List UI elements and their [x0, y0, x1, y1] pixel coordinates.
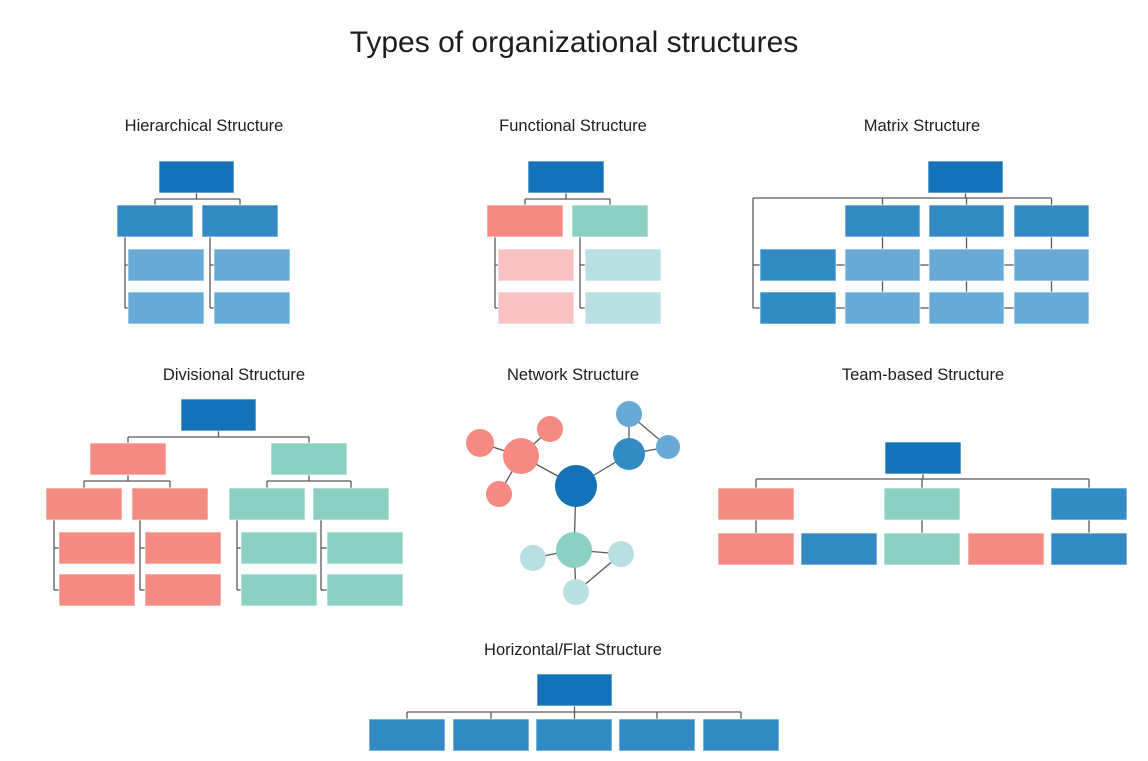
network-structure-node-blue-cluster-hub [613, 438, 645, 470]
network-structure-node-teal-cluster-hub [556, 532, 592, 568]
matrix-structure-box-function-head-3 [1013, 204, 1090, 238]
divisional-structure-box-dept-2a [228, 487, 306, 521]
functional-structure-title: Functional Structure [499, 117, 647, 135]
divisional-structure-title: Divisional Structure [163, 366, 305, 384]
divisional-structure-box-dept-1a [45, 487, 123, 521]
team-based-structure-box-team-lead-3 [1050, 487, 1128, 521]
functional-structure-box-team-1a [497, 248, 575, 282]
team-based-structure-box-member-4 [967, 532, 1045, 566]
divisional-structure: Divisional Structure [45, 366, 404, 607]
horizontal-flat-structure-box-member-1 [368, 718, 446, 752]
team-based-structure-box-member-1 [717, 532, 795, 566]
hierarchical-structure-box-manager-1 [116, 204, 194, 238]
matrix-structure-box-cell-2-3 [1013, 291, 1090, 325]
matrix-structure-box-project-lead-1 [759, 248, 837, 282]
team-based-structure-box-root [884, 441, 962, 475]
divisional-structure-box-team-2b-1 [326, 531, 404, 565]
divisional-structure-box-dept-1b [131, 487, 209, 521]
horizontal-flat-structure-box-member-3 [535, 718, 613, 752]
divisional-structure-box-team-1a-2 [58, 573, 136, 607]
divisional-structure-box-root [180, 398, 257, 432]
hierarchical-structure-box-manager-2 [201, 204, 279, 238]
network-structure-node-teal-node-3 [563, 579, 589, 605]
functional-structure-box-team-2b [584, 291, 662, 325]
page-title: Types of organizational structures [349, 26, 799, 59]
horizontal-flat-structure-box-member-2 [452, 718, 530, 752]
matrix-structure-box-cell-1-2 [928, 248, 1005, 282]
network-structure-node-red-cluster-hub [503, 438, 539, 474]
team-based-structure-box-team-lead-1 [717, 487, 795, 521]
network-structure-node-core-hub [555, 465, 597, 507]
network-structure-node-teal-node-2 [608, 541, 634, 567]
divisional-structure-box-team-2a-1 [240, 531, 318, 565]
divisional-structure-box-dept-2b [312, 487, 390, 521]
horizontal-flat-structure-box-member-4 [618, 718, 696, 752]
functional-structure-box-team-1b [497, 291, 575, 325]
network-structure-node-red-node-1 [466, 429, 494, 457]
network-structure-node-blue-node-1 [616, 401, 642, 427]
matrix-structure-box-project-lead-2 [759, 291, 837, 325]
network-structure-node-red-node-2 [537, 416, 563, 442]
horizontal-flat-structure-title: Horizontal/Flat Structure [484, 641, 662, 659]
horizontal-flat-structure-box-root [536, 673, 613, 707]
horizontal-flat-structure-box-member-5 [702, 718, 780, 752]
horizontal-flat-structure: Horizontal/Flat Structure [368, 641, 780, 752]
divisional-structure-box-division-1 [89, 442, 167, 476]
hierarchical-structure-box-employee-1 [127, 248, 205, 282]
matrix-structure-box-cell-2-1 [844, 291, 921, 325]
divisional-structure-box-division-2 [270, 442, 348, 476]
network-structure-title: Network Structure [507, 366, 639, 384]
hierarchical-structure: Hierarchical Structure [116, 117, 291, 325]
matrix-structure-title: Matrix Structure [864, 117, 980, 135]
hierarchical-structure-box-root [158, 160, 235, 194]
team-based-structure-title: Team-based Structure [842, 366, 1004, 384]
network-structure: Network Structure [466, 366, 680, 605]
matrix-structure-box-root [927, 160, 1004, 194]
matrix-structure: Matrix Structure [752, 117, 1090, 325]
matrix-structure-box-cell-2-2 [928, 291, 1005, 325]
team-based-structure-box-member-3 [883, 532, 961, 566]
divisional-structure-box-team-2b-2 [326, 573, 404, 607]
team-based-structure-box-member-2 [800, 532, 878, 566]
hierarchical-structure-box-employee-3 [213, 248, 291, 282]
functional-structure-box-department-2 [571, 204, 649, 238]
hierarchical-structure-title: Hierarchical Structure [125, 117, 284, 135]
functional-structure: Functional Structure [486, 117, 662, 325]
matrix-structure-box-function-head-1 [844, 204, 921, 238]
hierarchical-structure-box-employee-2 [127, 291, 205, 325]
divisional-structure-box-team-1b-1 [144, 531, 222, 565]
team-based-structure-box-team-lead-2 [883, 487, 961, 521]
matrix-structure-box-function-head-2 [928, 204, 1005, 238]
hierarchical-structure-box-employee-4 [213, 291, 291, 325]
team-based-structure-box-member-5 [1050, 532, 1128, 566]
divisional-structure-box-team-1a-1 [58, 531, 136, 565]
functional-structure-box-root [527, 160, 605, 194]
network-structure-node-blue-node-2 [656, 435, 680, 459]
network-structure-node-teal-node-1 [520, 545, 546, 571]
team-based-structure: Team-based Structure [717, 366, 1128, 566]
functional-structure-box-department-1 [486, 204, 564, 238]
divisional-structure-box-team-1b-2 [144, 573, 222, 607]
matrix-structure-box-cell-1-3 [1013, 248, 1090, 282]
divisional-structure-box-team-2a-2 [240, 573, 318, 607]
functional-structure-box-team-2a [584, 248, 662, 282]
network-structure-node-red-node-3 [486, 481, 512, 507]
matrix-structure-box-cell-1-1 [844, 248, 921, 282]
